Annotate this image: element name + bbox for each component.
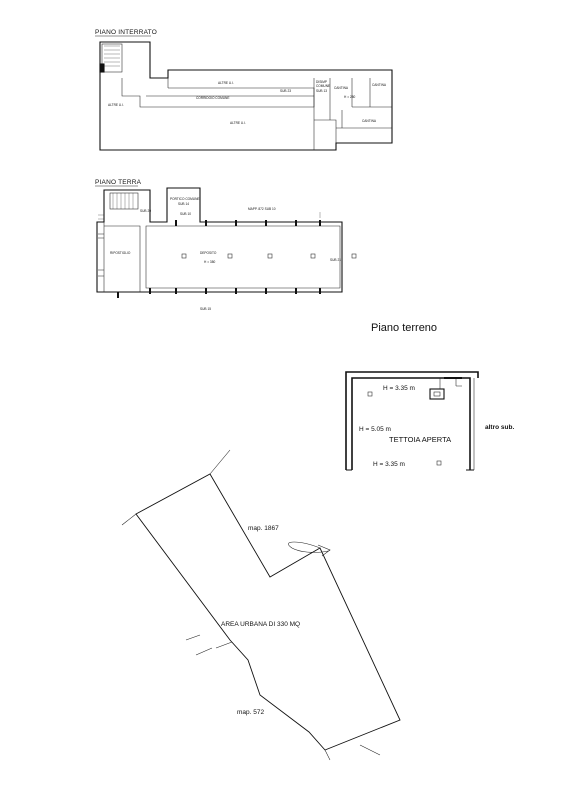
ground-floor-plan: PIANO TERRA SUB 20 SUB 10 PORTICO COMUNE… (95, 179, 357, 311)
terreno-height-bottom: H = 3.35 m (373, 461, 405, 468)
altre-ui-left: ALTRE U.I. (108, 103, 124, 107)
area-urbana: AREA URBANA DI 330 MQ (221, 621, 300, 628)
map-572: map. 572 (237, 709, 264, 716)
cantina-1: CANTINA (334, 86, 349, 90)
ground-height: H = 380 (204, 260, 215, 264)
altre-ui-bottom: ALTRE U.I. (230, 121, 246, 125)
mapp-sub: MAPP. 872 SUB 10 (248, 207, 276, 211)
sub-13: SUB 13 (316, 89, 327, 93)
deposito: DEPOSITO (200, 251, 217, 255)
sub-14: SUB 14 (178, 202, 189, 206)
ground-title: PIANO TERRA (95, 179, 142, 186)
disimp: DISIMP (316, 80, 327, 84)
sub-21: SUB 21 (330, 258, 341, 262)
terreno-height-top: H = 3.35 m (383, 385, 415, 392)
corridoio-comune: CORRIDOIO COMUNE (196, 96, 229, 100)
portico-comune: PORTICO COMUNE (170, 197, 200, 201)
tettoia-aperta: TETTOIA APERTA (389, 435, 451, 444)
basement-title: PIANO INTERRATO (95, 29, 157, 36)
terreno-height-left: H = 5.05 m (359, 426, 391, 433)
ripostiglio: RIPOSTIGLIO (110, 251, 131, 255)
sub-10: SUB 10 (180, 212, 191, 216)
sub-15: SUB 15 (200, 307, 211, 311)
cantina-3: CANTINA (362, 119, 377, 123)
altro-sub: altro sub. (485, 424, 514, 431)
sub-20: SUB 20 (140, 209, 151, 213)
terreno-title: Piano terreno (371, 322, 437, 334)
comune: COMUNE (316, 84, 330, 88)
cantina-2: CANTINA (372, 83, 387, 87)
basement-height: H = 280 (344, 95, 355, 99)
map-1867: map. 1867 (248, 525, 279, 532)
terreno-plan: Piano terreno H = 3.35 m H = 5.05 m TETT… (345, 322, 514, 471)
altre-ui-top: ALTRE U.I. (218, 81, 234, 85)
basement-plan: PIANO INTERRATO ALTRE U.I. ALTRE U.I. AL… (95, 29, 393, 151)
sub-23: SUB 23 (280, 89, 291, 93)
site-plan: map. 1867 AREA URBANA DI 330 MQ map. 572 (121, 449, 401, 761)
